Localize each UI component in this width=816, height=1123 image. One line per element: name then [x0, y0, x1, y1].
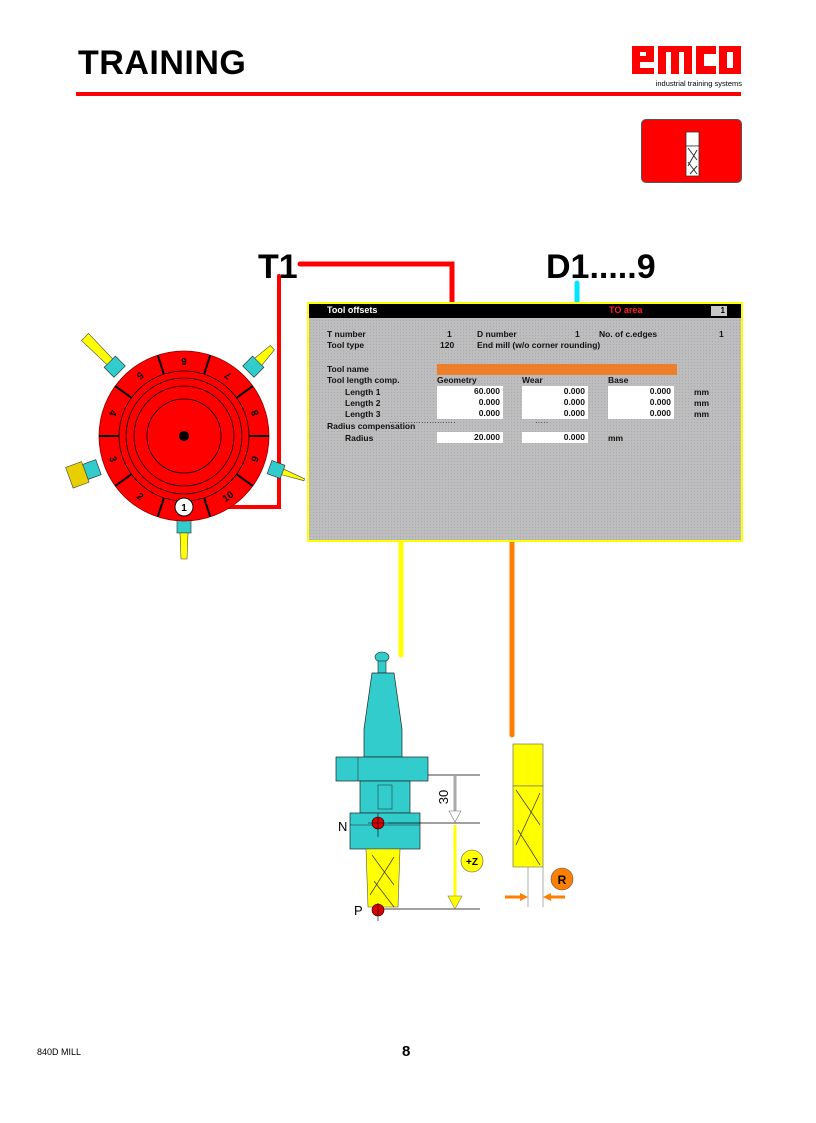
cutting-edges-value: 1 [719, 329, 724, 339]
pocket-7: 7 [223, 369, 234, 381]
length-3-base[interactable]: 0.000 [608, 408, 674, 419]
d-number-value: 1 [575, 329, 580, 339]
pocket-5: 5 [134, 369, 145, 381]
turret-tool-3 [65, 459, 102, 489]
page-number: 8 [402, 1043, 411, 1060]
cutting-edges-label: No. of c.edges [599, 329, 658, 339]
t-number-label: T number [327, 329, 366, 339]
length-1-wear[interactable]: 0.000 [522, 386, 588, 397]
length-2-geometry[interactable]: 0.000 [437, 397, 503, 408]
tool-turret: 6 5 7 4 8 3 9 2 10 1 [65, 333, 305, 560]
column-wear: Wear [522, 375, 543, 385]
radius-badge: R [558, 873, 567, 887]
length-2-wear[interactable]: 0.000 [522, 397, 588, 408]
pocket-3: 3 [106, 455, 118, 464]
radius-geometry[interactable]: 20.000 [437, 432, 503, 443]
cutting-edge-label: D1.....9 [546, 248, 656, 286]
dotted-separator-short: ····· [535, 418, 549, 427]
panel-header: Tool offsets TO area 1 [309, 304, 741, 318]
point-p-label: P [354, 903, 363, 918]
header-divider [76, 92, 741, 96]
column-geometry: Geometry [437, 375, 477, 385]
length-3-wear[interactable]: 0.000 [522, 408, 588, 419]
footer-doc-label: 840D MILL [37, 1047, 82, 1057]
end-mill-icon [685, 131, 700, 177]
dimension-label: 30 [436, 790, 451, 804]
to-area-number[interactable]: 1 [711, 306, 727, 316]
tool-connector [297, 261, 455, 321]
tool-type-label: Tool type [327, 340, 365, 350]
pocket-4: 4 [106, 408, 118, 417]
radius-label: Radius [345, 433, 374, 443]
pocket-6: 6 [181, 355, 187, 366]
tool-name-label: Tool name [327, 364, 369, 374]
d-number-label: D number [477, 329, 517, 339]
radius-comp-label: Radius compensation [327, 421, 416, 431]
dotted-separator: ························· [389, 418, 456, 427]
tool-type-description: End mill (w/o corner rounding) [477, 340, 601, 350]
tool-holder-diagram: 30 +Z N P R [335, 651, 574, 921]
length-3-unit: mm [694, 409, 710, 419]
emco-logo: industrial training systems [630, 40, 742, 88]
tool-number-label: T1 [258, 248, 298, 286]
pocket-2: 2 [134, 491, 145, 503]
turret-tool-9 [266, 460, 305, 482]
emco-logo-mark [632, 46, 741, 74]
pocket-8: 8 [250, 408, 262, 417]
length-1-unit: mm [694, 387, 710, 397]
tool-category-badge [641, 119, 742, 183]
length-2-base[interactable]: 0.000 [608, 397, 674, 408]
tool-name-field[interactable] [437, 364, 677, 375]
pocket-1-active: 1 [181, 503, 187, 514]
length-1-base[interactable]: 0.000 [608, 386, 674, 397]
radius-unit: mm [608, 433, 624, 443]
pocket-9: 9 [250, 455, 262, 464]
radius-wear[interactable]: 0.000 [522, 432, 588, 443]
turret-connector [224, 274, 281, 509]
panel-title: Tool offsets [327, 305, 378, 315]
turret-tool-5 [81, 333, 126, 378]
length-1-geometry[interactable]: 60.000 [437, 386, 503, 397]
z-axis-badge: +Z [466, 857, 478, 868]
length-3-geometry[interactable]: 0.000 [437, 408, 503, 419]
page-title: TRAINING [78, 44, 247, 82]
tool-type-value: 120 [440, 340, 455, 350]
length-3-label: Length 3 [345, 409, 381, 419]
to-area-label: TO area [609, 305, 643, 315]
turret-tool-7 [242, 345, 275, 378]
point-n-label: N [338, 819, 347, 834]
length-2-unit: mm [694, 398, 710, 408]
tool-offsets-panel: Tool offsets TO area 1 T number 1 D numb… [307, 302, 743, 542]
logo-tagline: industrial training systems [655, 79, 742, 88]
length-1-label: Length 1 [345, 387, 381, 397]
column-base: Base [608, 375, 629, 385]
tool-length-comp-label: Tool length comp. [327, 375, 400, 385]
length-2-label: Length 2 [345, 398, 381, 408]
t-number-value: 1 [447, 329, 452, 339]
